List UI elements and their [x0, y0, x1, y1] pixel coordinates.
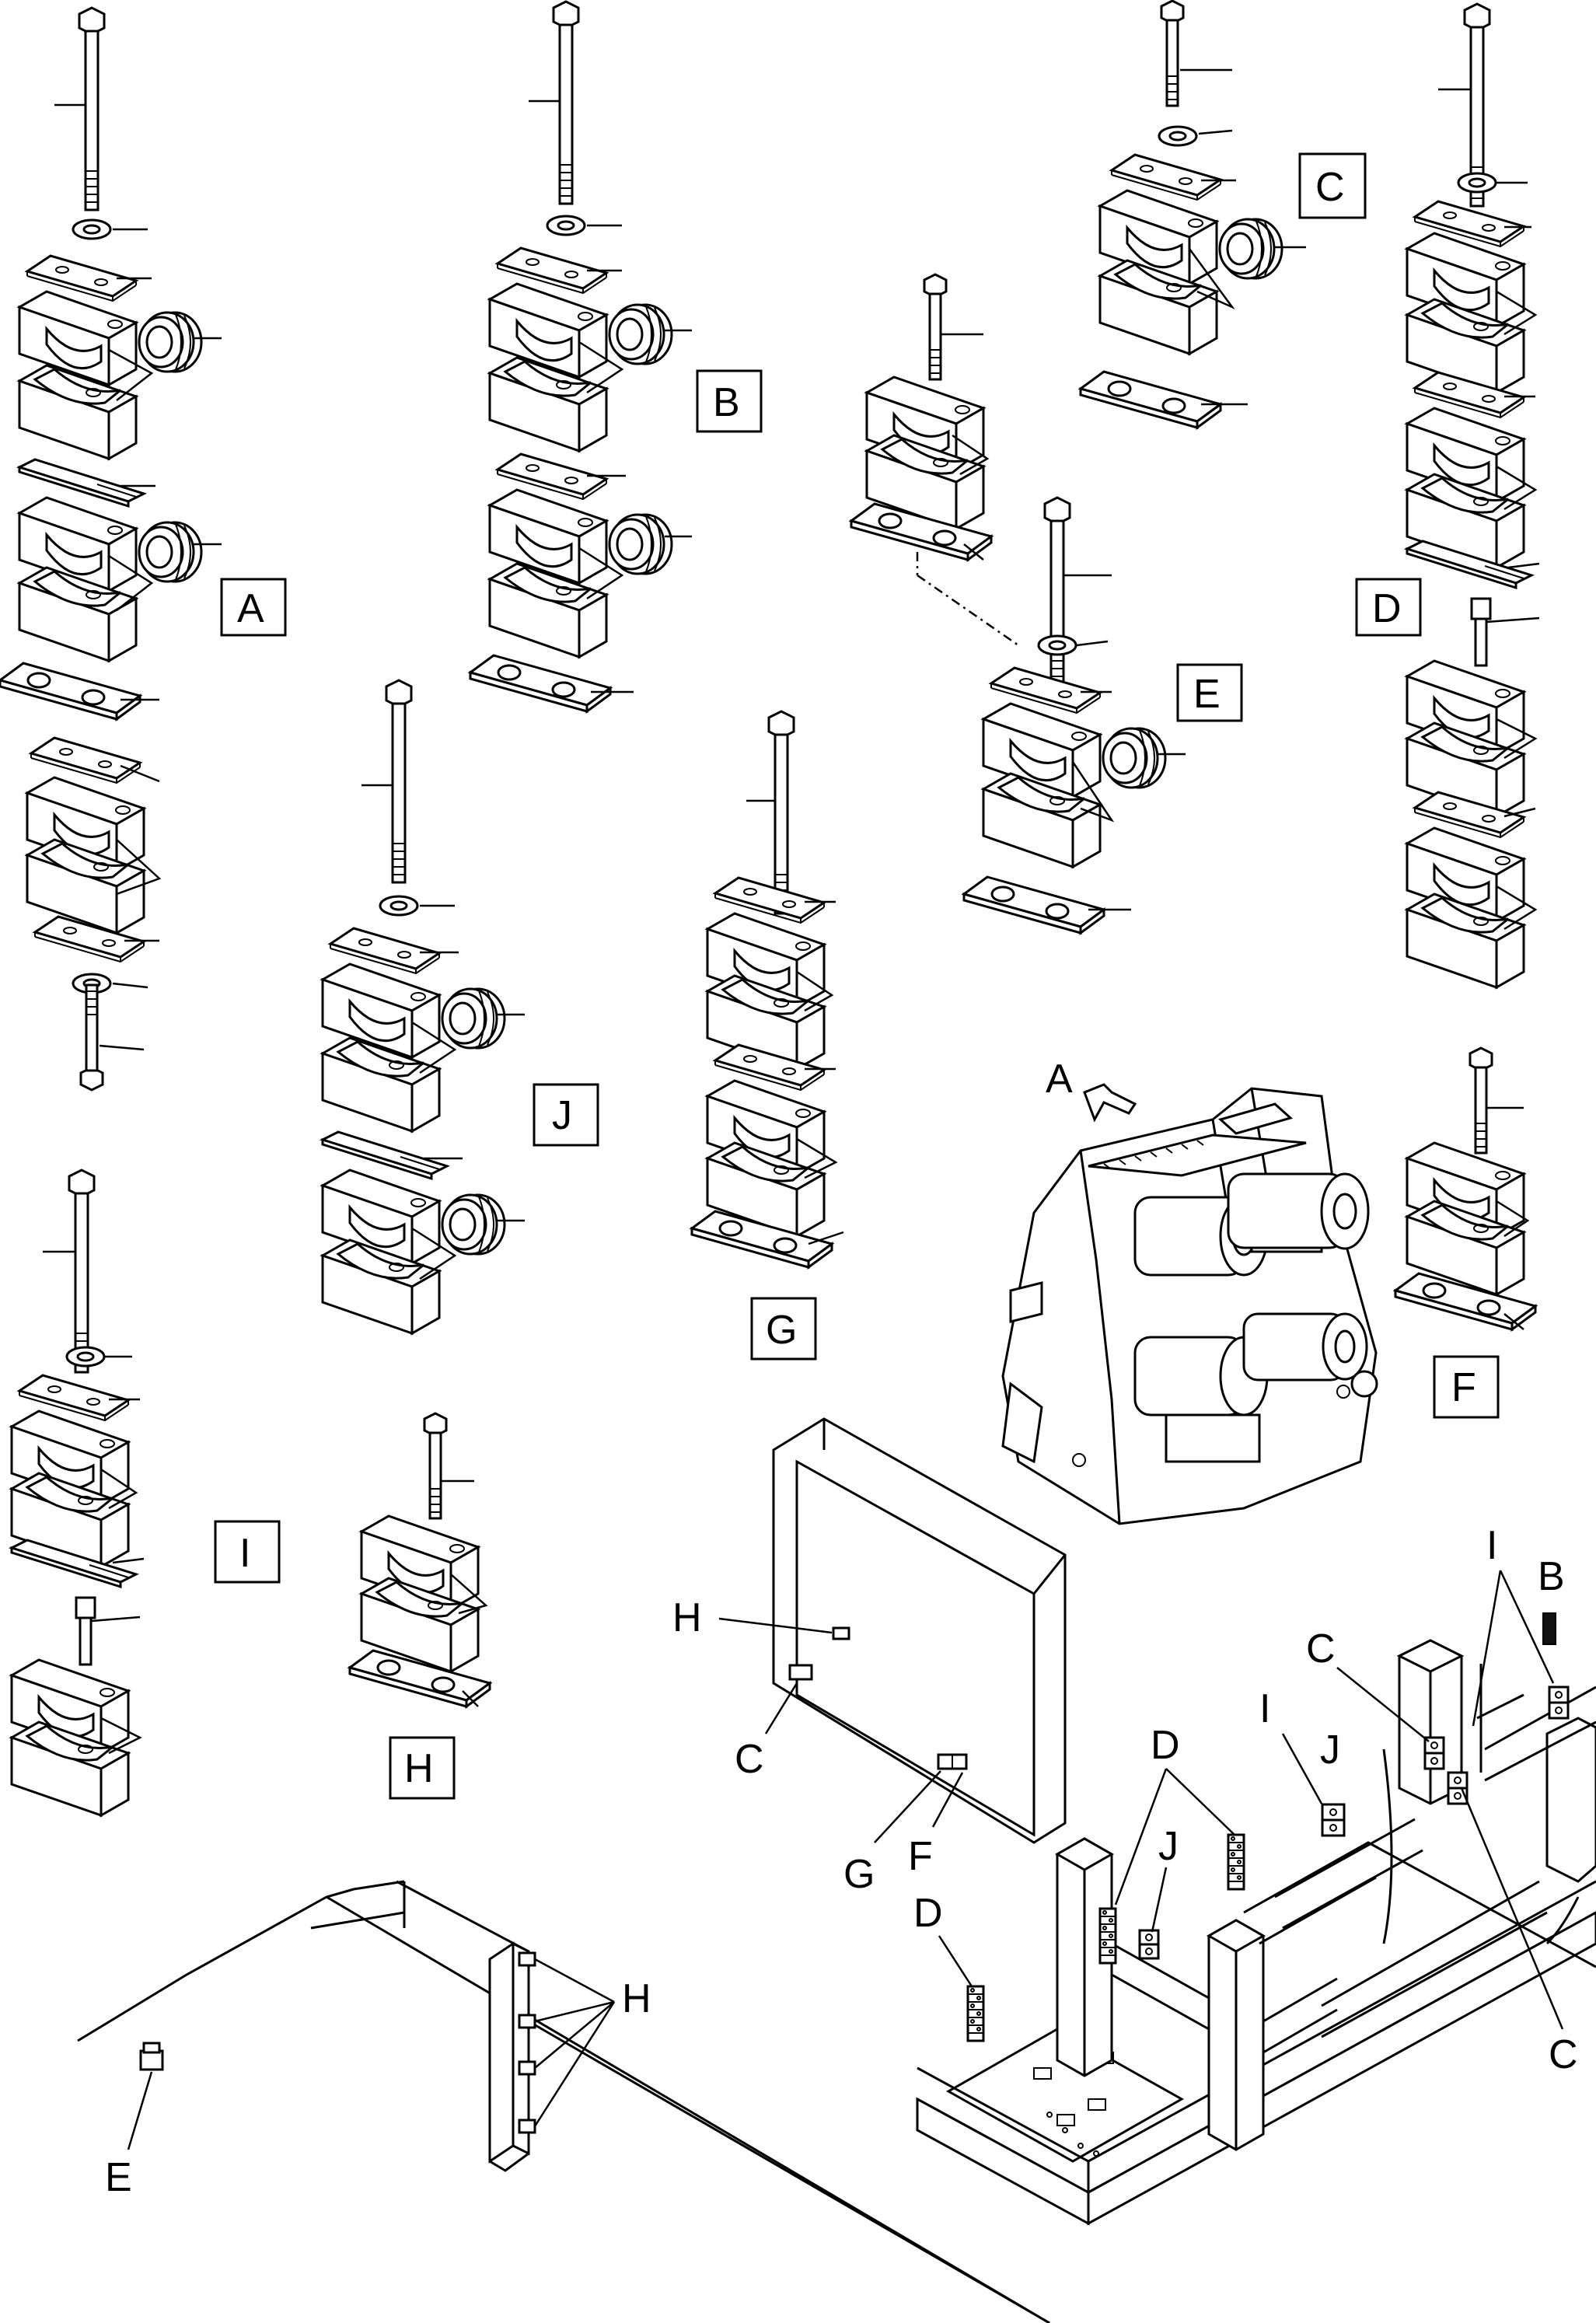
callout-label-base-c-right: C: [1549, 2032, 1578, 2077]
assembly-f: [1394, 1046, 1537, 1331]
callout-label-frame-g: G: [843, 1852, 875, 1897]
callout-label-frame-h: H: [672, 1595, 702, 1640]
callout-label-box-g: G: [766, 1308, 797, 1353]
callout-label-box-a: A: [237, 586, 264, 631]
callout-label-box-e: E: [1193, 672, 1221, 717]
callout-label-base-i-left: I: [1259, 1686, 1270, 1731]
callout-label-base-i-top: I: [1486, 1523, 1497, 1568]
assembly-a: [0, 6, 222, 1092]
label-box-i: I: [214, 1520, 281, 1584]
callout-label-base-c-top: C: [1306, 1626, 1336, 1672]
panel-frame: H C G F: [672, 1417, 1067, 1897]
callout-label-box-i: I: [239, 1531, 250, 1576]
callout-label-box-f: F: [1451, 1365, 1476, 1410]
callout-label-arrow-a: A: [1046, 1057, 1073, 1102]
callout-label-box-j: J: [552, 1093, 572, 1138]
label-box-c: C: [1298, 152, 1367, 219]
callout-label-base-d-left: D: [913, 1891, 943, 1936]
assembly-j: [321, 679, 525, 1335]
label-box-b: B: [696, 369, 763, 433]
callout-label-box-d: D: [1372, 586, 1402, 631]
label-box-d: D: [1355, 578, 1422, 637]
assembly-e: [850, 273, 1186, 934]
callout-label-frame-f: F: [908, 1834, 933, 1879]
callout-label-base-j-mid: J: [1158, 1824, 1179, 1869]
assembly-h: [348, 1412, 491, 1708]
callout-label-base-j-top: J: [1320, 1727, 1340, 1773]
label-box-j: J: [533, 1083, 599, 1147]
callout-label-frame-c: C: [735, 1737, 764, 1782]
label-box-a: A: [220, 578, 287, 637]
assembly-b: [469, 0, 692, 713]
assembly-i: [10, 1168, 145, 1817]
assembly-g: [690, 710, 844, 1269]
base-frame: B I C I J D J D C: [913, 1523, 1596, 2226]
assembly-c: [1079, 0, 1306, 429]
callout-label-box-h: H: [404, 1746, 434, 1791]
label-box-g: G: [750, 1297, 817, 1361]
callout-label-wall-h: H: [622, 1976, 651, 2021]
label-box-h: H: [389, 1736, 456, 1800]
label-box-f: F: [1433, 1355, 1500, 1419]
callout-label-base-b: B: [1538, 1554, 1565, 1599]
callout-label-box-c: C: [1315, 165, 1345, 210]
transmission-housing: A: [1001, 1057, 1378, 1525]
label-box-e: E: [1176, 663, 1243, 722]
callout-label-box-b: B: [713, 380, 740, 425]
callout-label-base-d-top: D: [1151, 1723, 1180, 1768]
assembly-d: [1406, 2, 1540, 989]
wall-section: H E: [77, 1880, 1050, 2323]
callout-label-wall-e: E: [105, 2155, 132, 2200]
